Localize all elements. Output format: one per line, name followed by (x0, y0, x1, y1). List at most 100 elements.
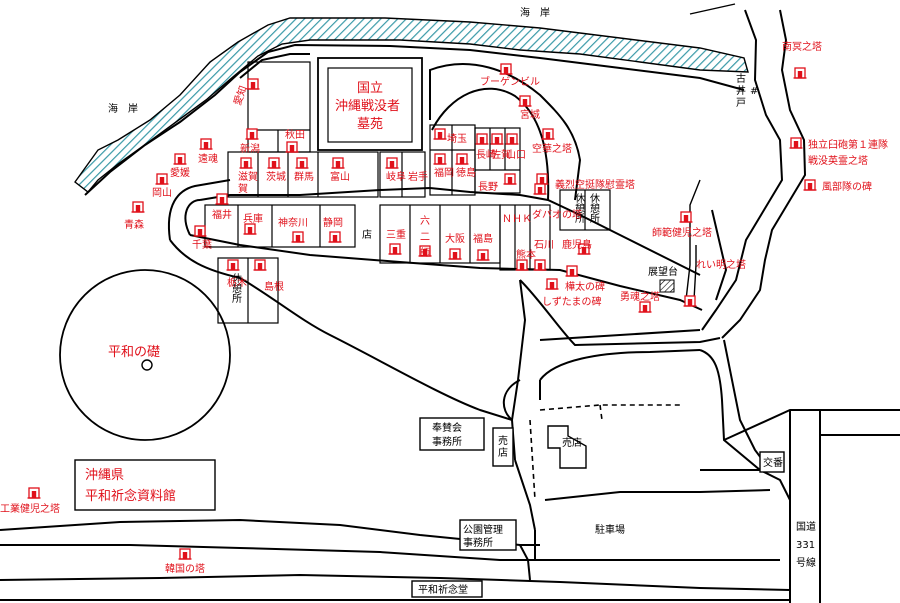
mon-shizutama[interactable]: しずたまの碑 (542, 295, 602, 308)
parking-label[interactable]: 駐車場 (595, 523, 625, 536)
monument-icon[interactable] (154, 173, 170, 185)
baiten-box-2[interactable] (547, 425, 587, 469)
mon-tochigi[interactable]: 栃木 (227, 276, 247, 289)
mon-niigata[interactable]: 新潟 (240, 142, 260, 155)
mon-fukui[interactable]: 福井 (212, 208, 232, 221)
monument-icon[interactable] (502, 173, 518, 185)
mon-nanmei[interactable]: 南冥之塔 (782, 40, 822, 53)
baiten-box-1[interactable] (492, 427, 514, 467)
monument-icon[interactable] (498, 63, 514, 75)
mon-nagano[interactable]: 長野 (478, 181, 498, 193)
mon-shimane[interactable]: 島根 (264, 280, 284, 293)
monument-icon[interactable] (544, 278, 560, 290)
monument-icon[interactable] (225, 259, 241, 271)
monument-icon[interactable] (198, 138, 214, 150)
mon-tokushima[interactable]: 徳島 (456, 166, 476, 179)
monument-icon[interactable] (534, 173, 550, 185)
heiwa-no-ishiji-circle[interactable] (59, 269, 231, 441)
monument-icon[interactable] (214, 193, 230, 205)
monument-icon[interactable] (802, 179, 818, 191)
monument-icon[interactable] (330, 157, 346, 169)
mon-kougyou[interactable]: 工業健児之塔 (0, 502, 60, 515)
mon-aichi[interactable]: 愛知 (231, 84, 250, 107)
mon-saga[interactable]: 佐賀 (491, 149, 511, 161)
monument-icon[interactable] (242, 223, 258, 235)
monument-icon[interactable] (432, 128, 448, 140)
heiwa-label[interactable]: 平和の礎 (108, 345, 160, 360)
mon-davao[interactable]: ダバオの塔 (532, 208, 582, 221)
monument-icon[interactable] (244, 128, 260, 140)
mon-karafuto[interactable]: 樺太の碑 (565, 280, 605, 293)
mon-kuukasou[interactable]: 空華之塔 (532, 142, 572, 155)
mon-kankoku[interactable]: 韓国の塔 (165, 562, 205, 575)
monument-icon[interactable] (432, 153, 448, 165)
monument-icon[interactable] (475, 249, 491, 261)
mon-osaka[interactable]: 大阪 (445, 232, 465, 245)
mon-okayama[interactable]: 岡山 (152, 187, 172, 199)
monument-icon[interactable] (327, 231, 343, 243)
mon-nishihiro[interactable]: 六 (420, 215, 430, 227)
mon-fukushima[interactable]: 福島 (473, 232, 493, 245)
mon-gunma[interactable]: 群馬 (294, 170, 314, 183)
monument-icon[interactable] (532, 183, 548, 195)
mon-saitama[interactable]: 埼玉 (447, 132, 467, 145)
monument-icon[interactable] (26, 487, 42, 499)
monument-icon[interactable] (266, 157, 282, 169)
shiryokan-box[interactable] (74, 459, 216, 511)
monument-icon[interactable] (252, 259, 268, 271)
monument-icon[interactable] (245, 78, 261, 90)
mon-ishikawa[interactable]: 石川 (534, 240, 554, 251)
monument-icon[interactable] (788, 137, 804, 149)
monument-icon[interactable] (172, 153, 188, 165)
monument-icon[interactable] (447, 248, 463, 260)
mon-akita[interactable]: 秋田 (285, 128, 305, 141)
mon-yamaguchi[interactable]: 山口 (506, 149, 526, 161)
kinendo-box[interactable] (411, 580, 483, 598)
monument-icon[interactable] (384, 157, 400, 169)
monument-icon[interactable] (564, 265, 580, 277)
monument-icon[interactable] (454, 153, 470, 165)
monument-icon[interactable] (192, 225, 208, 237)
mon-hyogo[interactable]: 兵庫 (243, 212, 263, 225)
housankai-box[interactable] (419, 417, 485, 451)
mon-shizuoka[interactable]: 静岡 (323, 216, 343, 229)
national-cemetery-block[interactable] (317, 57, 423, 151)
mon-gifu[interactable]: 岐阜 (386, 170, 406, 183)
mon-shihan[interactable]: 師範健児之塔 (652, 226, 712, 239)
monument-icon[interactable] (637, 301, 653, 313)
mon-aomori[interactable]: 青森 (124, 218, 144, 231)
mon-yuukon[interactable]: 勇魂之塔 (620, 290, 660, 303)
mon-nagasaki[interactable]: 長崎 (476, 148, 496, 161)
monument-icon[interactable] (238, 157, 254, 169)
monument-icon[interactable] (540, 128, 556, 140)
mon-fuubu[interactable]: 風部隊の碑 (822, 180, 872, 193)
mon-chiba[interactable]: 千葉 (192, 238, 212, 251)
mon-kanagawa[interactable]: 神奈川 (278, 216, 308, 229)
monument-icon[interactable] (678, 211, 694, 223)
mon-senbotsu[interactable]: 戦没英霊之塔 (808, 154, 868, 167)
monument-icon[interactable] (130, 201, 146, 213)
mon-shiga[interactable]: 滋賀 (238, 170, 258, 183)
mon-fukuoka[interactable]: 福岡 (434, 166, 454, 179)
monument-icon[interactable] (514, 259, 530, 271)
mon-bougainvillea[interactable]: ブーゲンビル (480, 75, 540, 88)
mon-giretsu[interactable]: 義烈空挺隊慰霊塔 (555, 178, 635, 191)
monument-icon[interactable] (532, 259, 548, 271)
monument-icon[interactable] (792, 67, 808, 79)
monument-icon[interactable] (387, 243, 403, 255)
koen-office-box[interactable] (459, 519, 517, 551)
monument-icon[interactable] (177, 548, 193, 560)
mon-kenkon[interactable]: 遠魂 (198, 152, 218, 165)
monument-icon[interactable] (474, 133, 490, 145)
monument-icon[interactable] (504, 133, 520, 145)
monument-icon[interactable] (294, 157, 310, 169)
mon-miyagi[interactable]: 宮城 (520, 108, 540, 121)
mon-ibaraki[interactable]: 茨城 (266, 170, 286, 183)
mon-kagoshima[interactable]: 鹿児島 (562, 238, 592, 251)
mon-toyama[interactable]: 富山 (330, 170, 350, 183)
mon-reimei[interactable]: れい明之塔 (696, 258, 746, 271)
mon-iwate[interactable]: 岩手 (408, 170, 428, 183)
monument-icon[interactable] (489, 133, 505, 145)
mon-ehime[interactable]: 愛媛 (170, 166, 190, 179)
monument-icon[interactable] (682, 295, 698, 307)
